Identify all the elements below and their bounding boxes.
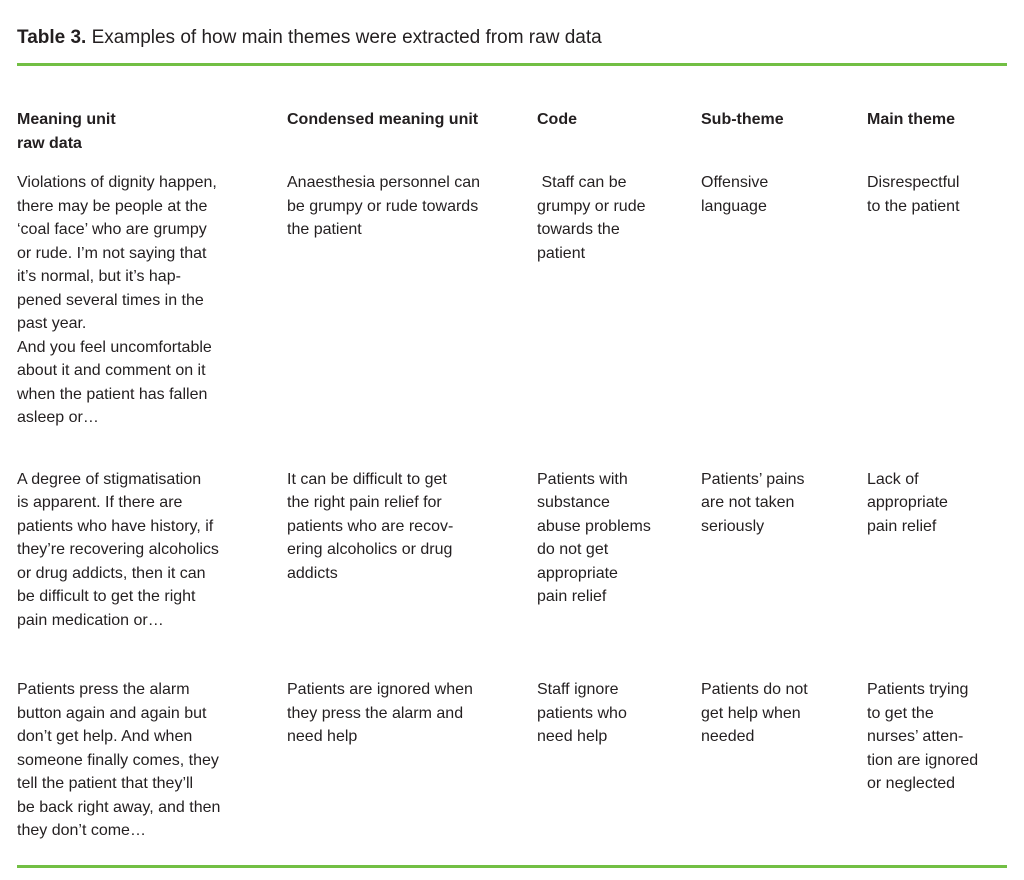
cell-code: Staff can be grumpy or rude towards the …	[537, 174, 646, 262]
column-header-code: Code	[537, 111, 577, 128]
cell-meaning-unit: Patients press the alarm button again an…	[17, 681, 221, 839]
column-header-main-theme: Main theme	[867, 111, 956, 128]
column-header-condensed-meaning-unit: Condensed meaning unit	[287, 111, 479, 128]
cell-meaning-unit: Violations of dignity happen, there may …	[17, 174, 217, 426]
cell-sub-theme: Offensive language	[701, 174, 769, 215]
cell-sub-theme: Patients do not get help when needed	[701, 681, 808, 745]
table-row: A degree of stigmatisation is apparent. …	[17, 468, 1007, 633]
column-header-sub-theme: Sub-theme	[701, 111, 784, 128]
cell-main-theme: Patients trying to get the nurses’ atten…	[867, 681, 979, 792]
table-row: Violations of dignity happen, there may …	[17, 171, 1007, 430]
table-number-label: Table 3.	[17, 27, 87, 48]
column-header-meaning-unit: Meaning unit raw data	[17, 111, 116, 152]
bottom-rule	[17, 864, 1007, 868]
cell-code: Patients with substance abuse problems d…	[537, 470, 651, 606]
table-caption: Table 3. Examples of how main themes wer…	[17, 0, 1007, 51]
cell-main-theme: Disrespectful to the patient	[867, 174, 960, 215]
table-header-row: Meaning unit raw data Condensed meaning …	[17, 108, 1007, 156]
cell-condensed-meaning-unit: It can be difficult to get the right pai…	[287, 470, 454, 582]
cell-sub-theme: Patients’ pains are not taken seriously	[701, 470, 805, 535]
cell-code: Staff ignore patients who need help	[537, 681, 627, 745]
table-row: Patients press the alarm button again an…	[17, 678, 1007, 843]
cell-condensed-meaning-unit: Anaesthesia personnel can be grumpy or r…	[287, 174, 481, 238]
cell-meaning-unit: A degree of stigmatisation is apparent. …	[17, 470, 219, 629]
cell-main-theme: Lack of appropriate pain relief	[867, 470, 948, 535]
cell-condensed-meaning-unit: Patients are ignored when they press the…	[287, 681, 473, 745]
top-rule	[17, 63, 1007, 66]
table-caption-text: Examples of how main themes were extract…	[86, 27, 602, 48]
